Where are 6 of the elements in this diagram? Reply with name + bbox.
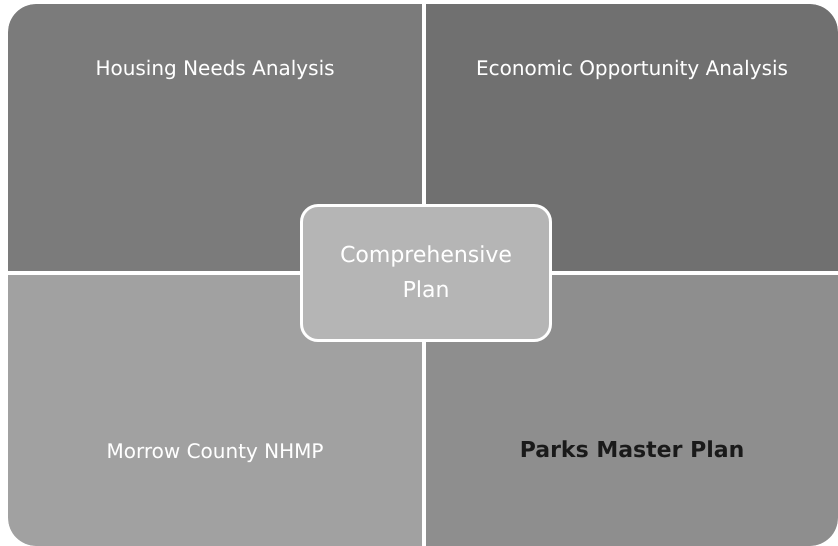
heading-text: Parks Master Plan	[520, 436, 744, 465]
heading-text: Morrow County NHMP	[106, 438, 324, 464]
center-box	[300, 204, 552, 342]
heading-text: Housing Needs Analysis	[95, 54, 335, 82]
heading-text: Economic Opportunity Analysis	[476, 54, 788, 82]
heading-text: Comprehensive Plan	[339, 242, 513, 305]
